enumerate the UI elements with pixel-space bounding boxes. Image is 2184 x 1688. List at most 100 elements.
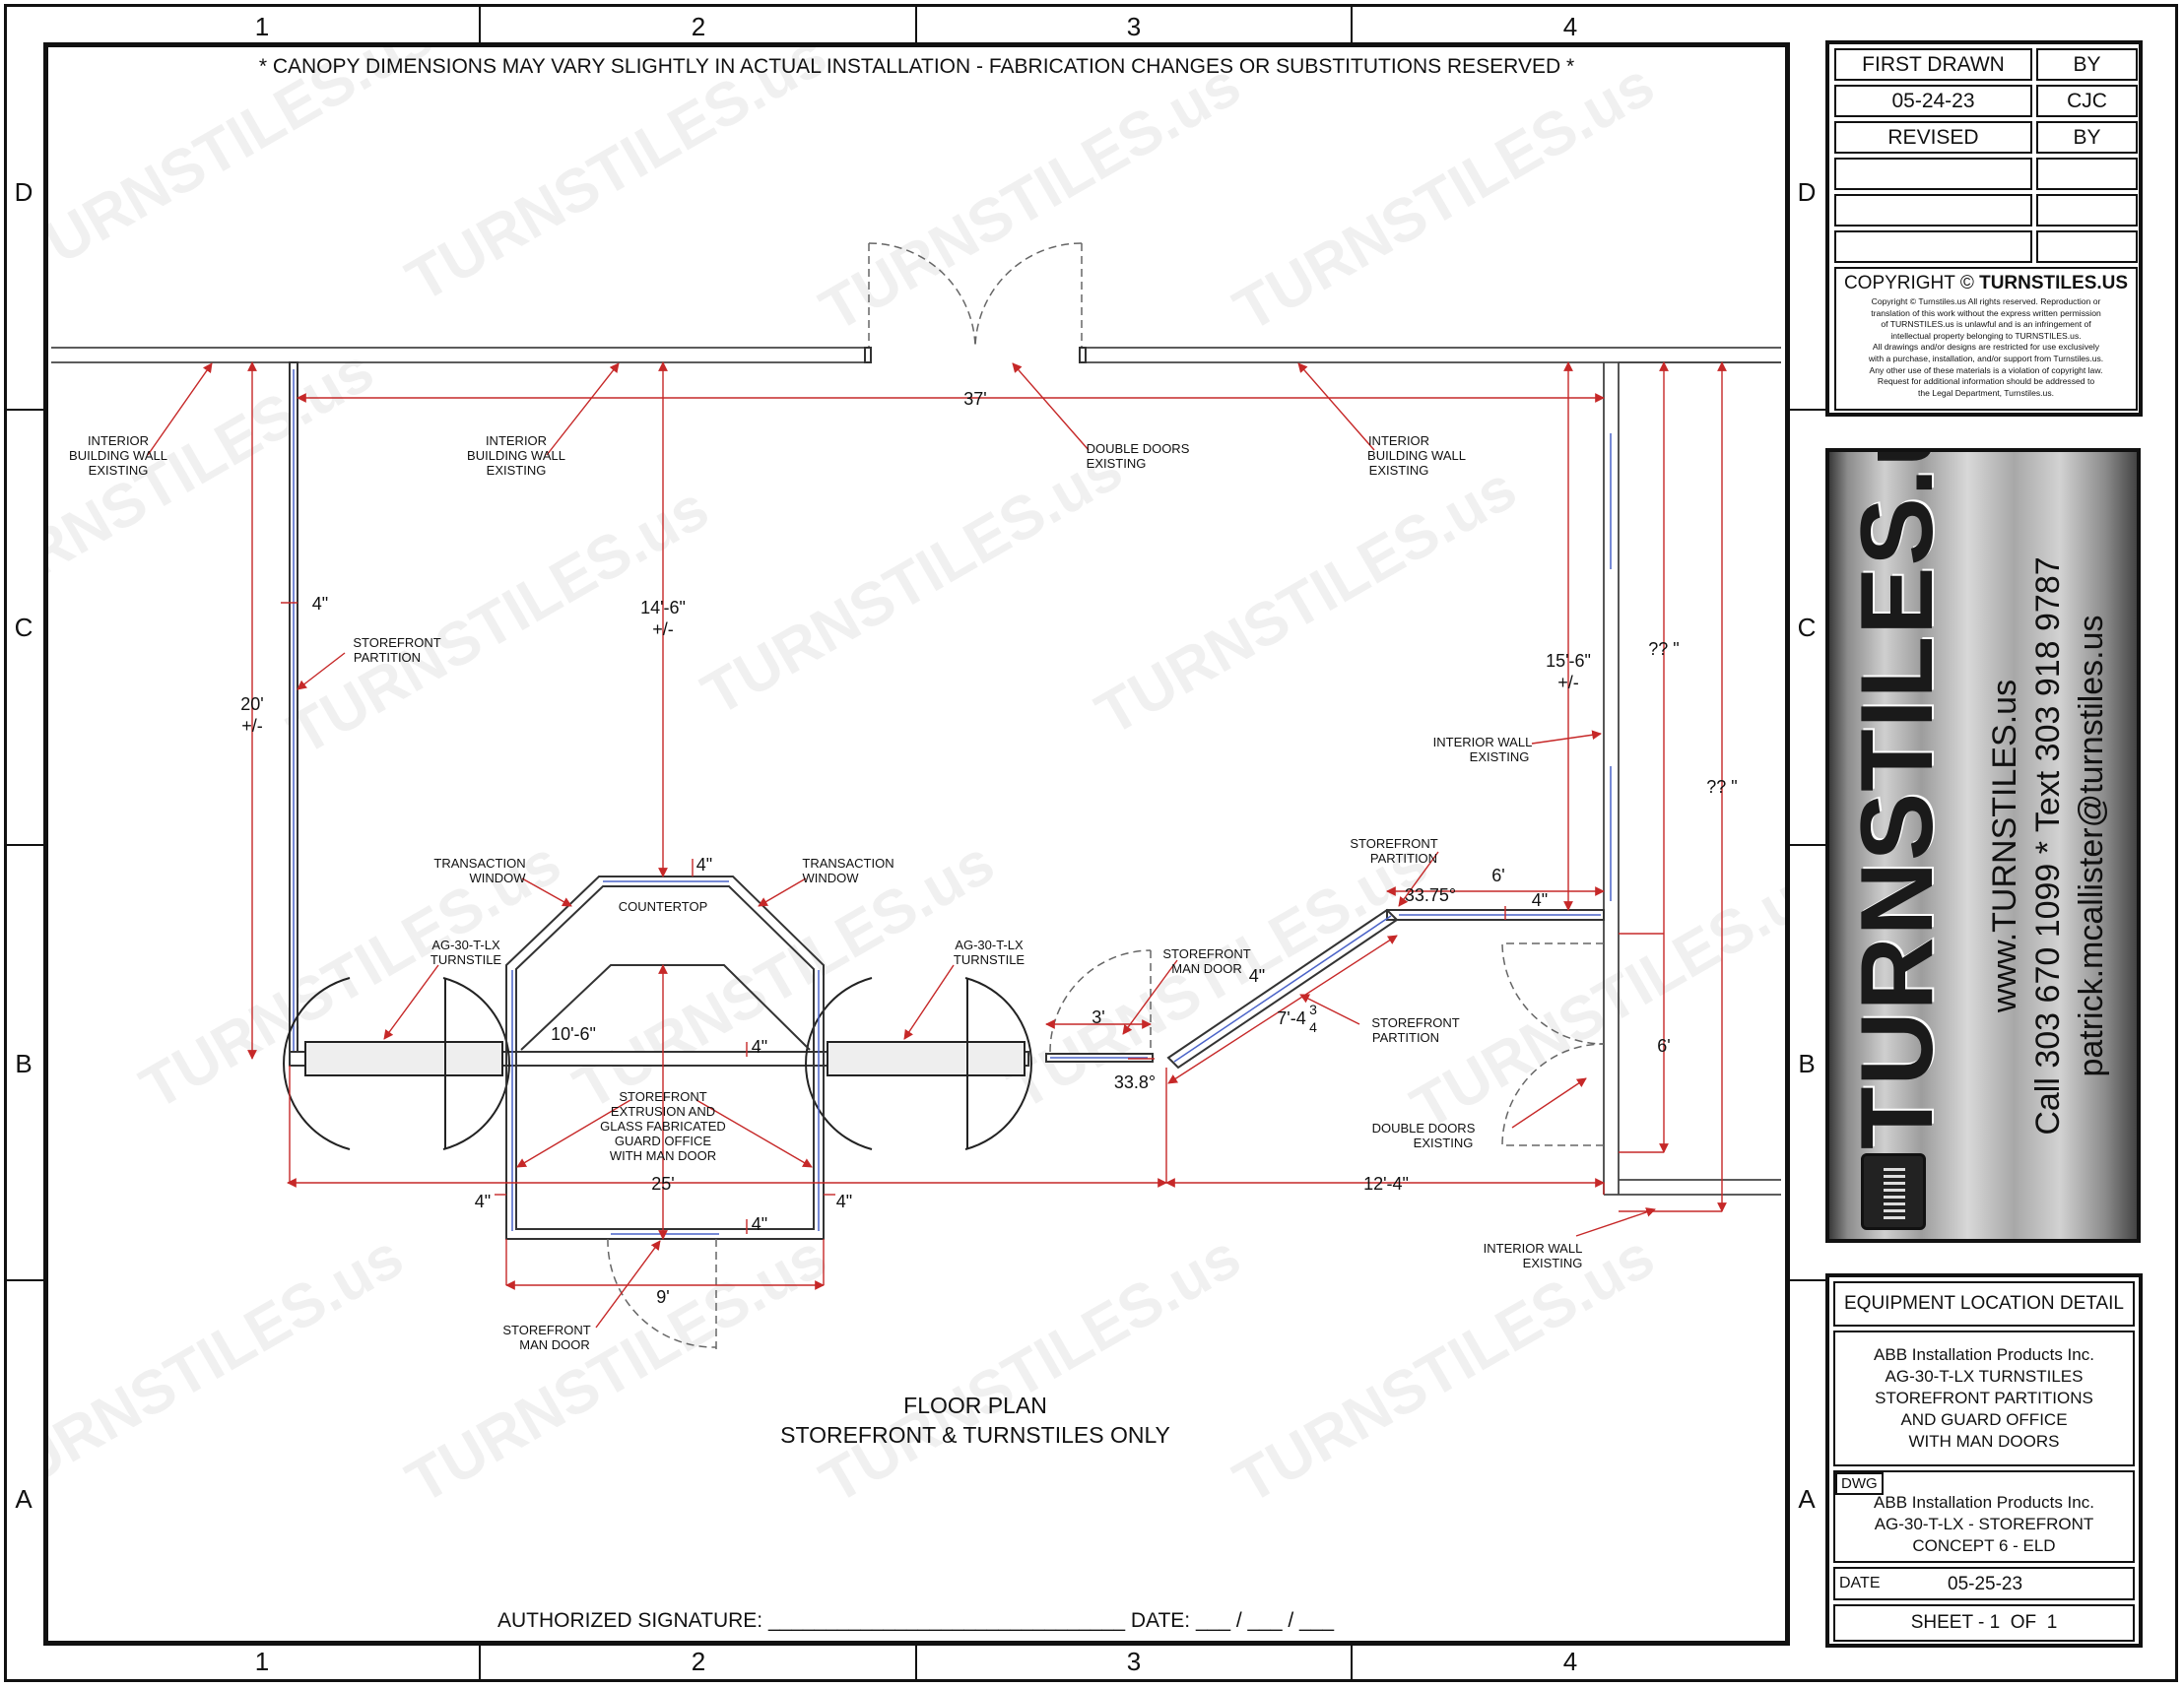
signature-line: AUTHORIZED SIGNATURE: __________________…: [497, 1609, 1335, 1632]
label-wall-right: BUILDING WALL: [1367, 448, 1466, 463]
revision-row-empty: [1834, 230, 2032, 263]
copyright-heading: COPYRIGHT © TURNSTILES.US: [1836, 273, 2136, 294]
drawn-date: 05-24-23: [1834, 85, 2032, 117]
label-interior-wall-bottom: EXISTING: [1523, 1256, 1583, 1270]
label-double-doors-top: EXISTING: [1087, 456, 1147, 471]
copyright-brand: TURNSTILES.US: [1979, 273, 2129, 293]
dim-unknown-a: ?? ": [1648, 639, 1679, 659]
dim-pm: +/-: [652, 619, 674, 639]
dim-33-75: 33.75°: [1405, 885, 1456, 905]
dim-10-6: 10'-6": [551, 1024, 596, 1044]
description-line: WITH MAN DOORS: [1908, 1432, 2060, 1451]
dim-6-right: 6': [1657, 1036, 1670, 1056]
label-wall-mid: INTERIOR: [486, 433, 547, 448]
dim-33-8: 33.8°: [1114, 1072, 1156, 1092]
floor-plan-title: FLOOR PLAN STOREFRONT & TURNSTILES ONLY: [690, 1391, 1261, 1450]
label-turnstile-left: AG-30-T-LX: [431, 938, 500, 952]
label-transaction-right: TRANSACTION: [802, 856, 893, 871]
dim-7-4: 7'-4: [1277, 1008, 1305, 1028]
contact-info: www.TURNSTILES.us Call 303 670 1099 * Te…: [1983, 462, 2113, 1230]
man-door-mid: [1049, 949, 1152, 1053]
contact-website[interactable]: www.TURNSTILES.us: [1986, 679, 2023, 1012]
revision-row-empty: [2036, 158, 2138, 190]
label-countertop: COUNTERTOP: [619, 899, 708, 914]
label-partition-left: STOREFRONT: [353, 635, 440, 650]
dim-pm: +/-: [241, 716, 263, 736]
dim-4-guard-left: 4": [475, 1192, 491, 1211]
dim-15-6: 15'-6": [1546, 651, 1591, 671]
floor-plan-title-line2: STOREFRONT & TURNSTILES ONLY: [780, 1422, 1170, 1448]
grid-row-a-left: A: [15, 1484, 33, 1514]
dim-4-angled: 4": [1249, 966, 1265, 986]
copyright-line: Copyright © Turnstiles.us All rights res…: [1871, 296, 2101, 306]
dwg-line: CONCEPT 6 - ELD: [1912, 1536, 2056, 1555]
dim-14-6: 14'-6": [640, 598, 686, 617]
grid-col-1-top: 1: [254, 12, 270, 41]
label-double-doors-right: DOUBLE DOORS: [1372, 1121, 1476, 1136]
brand-logo-rotated: TURNSTILES.us www.TURNSTILES.us Call 303…: [1835, 452, 2131, 1230]
label-wall-left: INTERIOR: [88, 433, 149, 448]
copyright-box: COPYRIGHT © TURNSTILES.US Copyright © Tu…: [1834, 267, 2138, 411]
dim-4-mid: 4": [752, 1037, 767, 1057]
sheet-number: SHEET - 1 OF 1: [1833, 1604, 2135, 1642]
grid-col-4-bottom: 4: [1562, 1647, 1578, 1676]
date-row: DATE 05-25-23: [1833, 1567, 2135, 1600]
copyright-line: intellectual property belonging to TURNS…: [1890, 330, 2082, 341]
dwg-line: ABB Installation Products Inc.: [1874, 1493, 2094, 1512]
label-turnstile-left: TURNSTILE: [430, 952, 502, 967]
description-line: ABB Installation Products Inc.: [1874, 1345, 2094, 1364]
dim-4-bottom: 4": [752, 1214, 767, 1234]
copyright-prefix: COPYRIGHT ©: [1843, 273, 1974, 293]
label-double-doors-right: EXISTING: [1414, 1136, 1474, 1150]
description-line: AND GUARD OFFICE: [1900, 1410, 2068, 1429]
by-label-2: BY: [2036, 121, 2138, 154]
label-wall-right: EXISTING: [1369, 463, 1429, 478]
dim-12-4: 12'-4": [1363, 1174, 1409, 1194]
dim-4-guard-right: 4": [836, 1192, 852, 1211]
label-transaction-left: TRANSACTION: [433, 856, 525, 871]
label-man-door-mid: STOREFRONT: [1162, 946, 1250, 961]
label-man-door-mid: MAN DOOR: [1171, 961, 1242, 976]
dimension-lines: [147, 361, 1727, 1329]
revision-row-empty: [1834, 194, 2032, 227]
label-partition-right-mid: STOREFRONT: [1371, 1015, 1459, 1030]
label-guard-office: GLASS FABRICATED: [600, 1119, 726, 1134]
copyright-text: Copyright © Turnstiles.us All rights res…: [1836, 296, 2136, 399]
dwg-box: DWG ABB Installation Products Inc. AG-30…: [1833, 1470, 2135, 1563]
drawn-by: CJC: [2036, 85, 2138, 117]
label-interior-wall-right: INTERIOR WALL: [1433, 735, 1533, 749]
revision-row-empty: [2036, 194, 2138, 227]
eld-description: ABB Installation Products Inc. AG-30-T-L…: [1833, 1331, 2135, 1466]
label-wall-left: BUILDING WALL: [69, 448, 167, 463]
label-wall-mid: BUILDING WALL: [467, 448, 565, 463]
label-partition-right-mid: PARTITION: [1372, 1030, 1439, 1045]
label-transaction-right: WINDOW: [802, 871, 859, 885]
contact-phone[interactable]: Call 303 670 1099 * Text 303 918 9787: [2029, 555, 2067, 1136]
copyright-line: All drawings and/or designs are restrict…: [1872, 342, 2100, 353]
canopy-notice: * CANOPY DIMENSIONS MAY VARY SLIGHTLY IN…: [258, 55, 1575, 78]
contact-email[interactable]: patrick.mcallister@turnstiles.us: [2073, 614, 2110, 1077]
man-door-bottom: [607, 1238, 717, 1349]
label-turnstile-right: TURNSTILE: [954, 952, 1026, 967]
copyright-line: the Legal Department, Turnstiles.us.: [1917, 387, 2055, 398]
grid-row-b-left: B: [15, 1049, 33, 1078]
turnstile-logo-icon: [1861, 1152, 1926, 1230]
double-doors-right: [1501, 942, 1605, 1146]
copyright-line: Request for additional information shoul…: [1877, 376, 2095, 387]
label-wall-left: EXISTING: [89, 463, 149, 478]
label-partition-right-top: PARTITION: [1370, 851, 1437, 866]
label-double-doors-top: DOUBLE DOORS: [1087, 441, 1190, 456]
date-label: DATE: [1839, 1575, 1881, 1591]
label-interior-wall-right: EXISTING: [1470, 749, 1530, 764]
label-guard-office: STOREFRONT: [619, 1089, 706, 1104]
by-label-1: BY: [2036, 48, 2138, 81]
dim-4-right: 4": [1532, 890, 1548, 910]
grid-row-b-right: B: [1798, 1049, 1816, 1078]
brand-name: TURNSTILES.us: [1840, 448, 1954, 1149]
turnstile-right: [805, 977, 1032, 1150]
dwg-text: ABB Installation Products Inc. AG-30-T-L…: [1835, 1492, 2133, 1557]
label-guard-office: WITH MAN DOOR: [610, 1148, 716, 1163]
label-man-door-bottom: MAN DOOR: [519, 1337, 590, 1352]
